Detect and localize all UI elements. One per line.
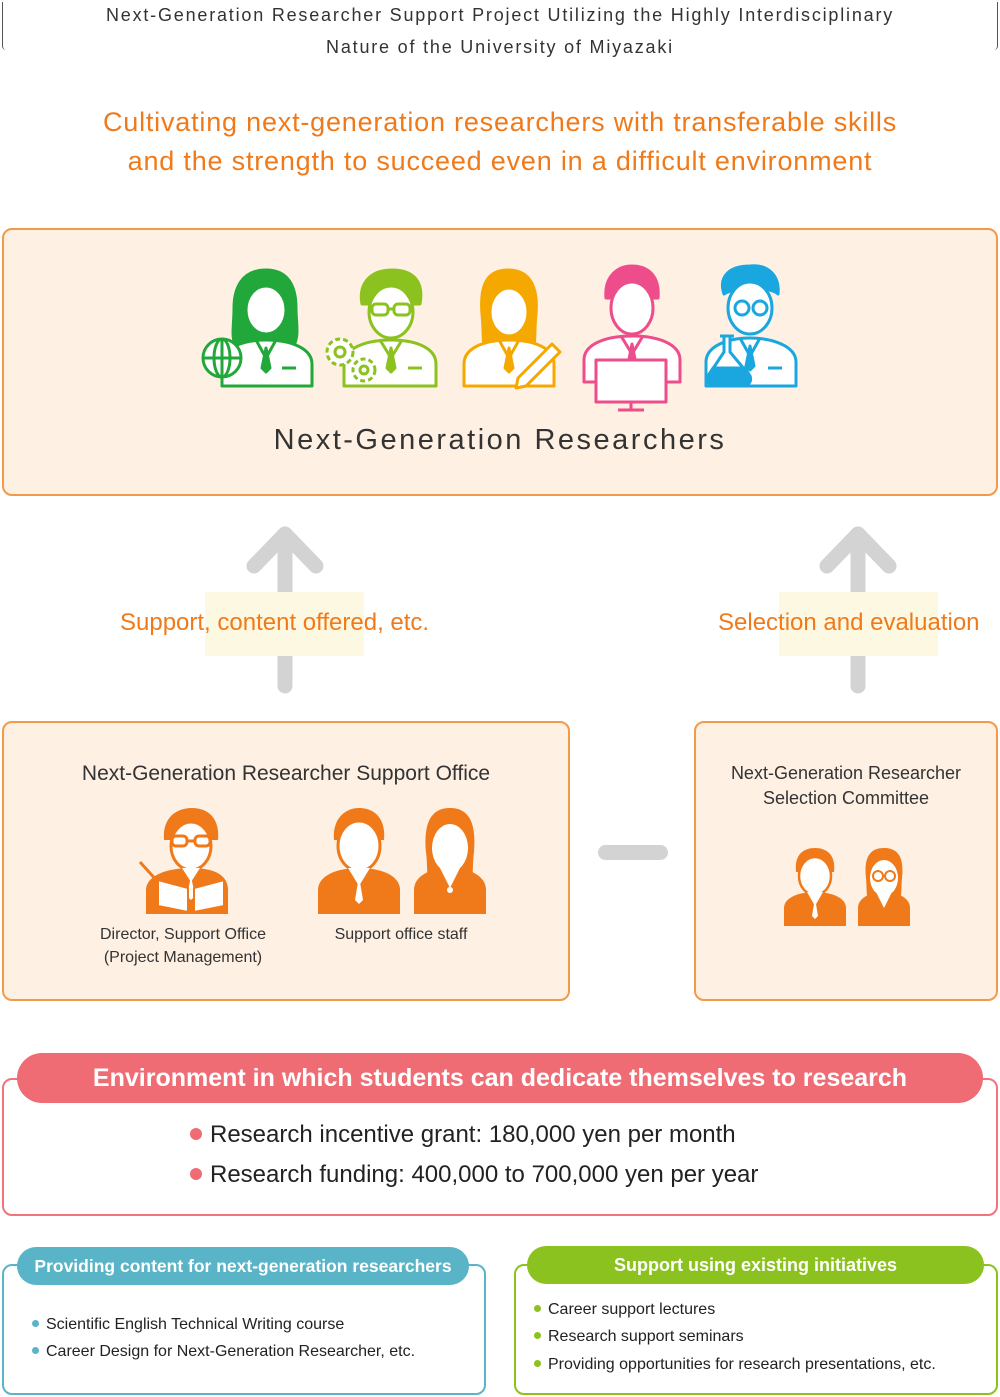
list-item: Research support seminars (534, 1328, 744, 1346)
committee-panel (694, 721, 998, 1001)
researcher-flask-icon (704, 264, 798, 388)
director-label-line2: (Project Management) (103, 949, 263, 966)
header-title-line1: Next-Generation Researcher Support Proje… (105, 5, 895, 25)
bullet-dot-icon (32, 1347, 39, 1354)
bullet-dot-icon (190, 1128, 202, 1140)
researcher-globe-icon (201, 268, 314, 388)
support-content-label: Support, content offered, etc. (120, 609, 430, 636)
list-item: Research funding: 400,000 to 700,000 yen… (190, 1161, 758, 1189)
list-item: Career support lectures (534, 1301, 715, 1319)
staff-female-icon (414, 808, 486, 914)
environment-item-grant: Research incentive grant: 180,000 yen pe… (210, 1121, 736, 1148)
director-label-line1: Director, Support Office (100, 926, 266, 943)
environment-item-funding: Research funding: 400,000 to 700,000 yen… (210, 1161, 759, 1188)
bullet-dot-icon (32, 1320, 39, 1327)
initiative-item-presentations: Providing opportunities for research pre… (548, 1356, 936, 1373)
committee-male-icon (784, 848, 846, 926)
content-box-title: Providing content for next-generation re… (17, 1247, 469, 1285)
tagline-line1: Cultivating next-generation researchers … (102, 107, 898, 137)
researcher-monitor-icon (582, 264, 682, 412)
researcher-pen-icon (462, 268, 562, 390)
committee-female-icon (858, 848, 910, 926)
director-reading-icon (138, 808, 228, 914)
content-item-career: Career Design for Next-Generation Resear… (46, 1343, 416, 1360)
support-office-title: Next-Generation Researcher Support Offic… (81, 762, 491, 785)
initiatives-box-title: Support using existing initiatives (527, 1246, 984, 1284)
list-item: Research incentive grant: 180,000 yen pe… (190, 1121, 736, 1149)
selection-evaluation-label: Selection and evaluation (718, 609, 980, 636)
researcher-gears-icon (325, 268, 438, 388)
header-bracket (2, 2, 998, 50)
staff-male-icon (318, 808, 400, 914)
left-label-highlight (205, 592, 364, 656)
content-item-writing: Scientific English Technical Writing cou… (46, 1316, 345, 1333)
connector-dash (598, 845, 668, 860)
support-office-panel (2, 721, 570, 1001)
list-item: Career Design for Next-Generation Resear… (32, 1343, 415, 1361)
header-title-line2: Nature of the University of Miyazaki (326, 37, 674, 57)
researchers-title: Next-Generation Researchers (273, 424, 727, 456)
committee-title-line1: Next-Generation Researcher (730, 763, 962, 783)
initiative-item-lectures: Career support lectures (548, 1301, 716, 1318)
right-label-highlight (779, 592, 938, 656)
staff-label: Support office staff (334, 926, 468, 943)
list-item: Providing opportunities for research pre… (534, 1356, 936, 1374)
environment-title: Environment in which students can dedica… (17, 1053, 983, 1103)
bullet-dot-icon (534, 1305, 541, 1312)
bullet-dot-icon (534, 1360, 541, 1367)
bullet-dot-icon (534, 1332, 541, 1339)
tagline-line2: and the strength to succeed even in a di… (127, 146, 873, 176)
bullet-dot-icon (190, 1168, 202, 1180)
initiative-item-seminars: Research support seminars (548, 1328, 744, 1345)
committee-title-line2: Selection Committee (762, 788, 930, 808)
list-item: Scientific English Technical Writing cou… (32, 1316, 344, 1334)
